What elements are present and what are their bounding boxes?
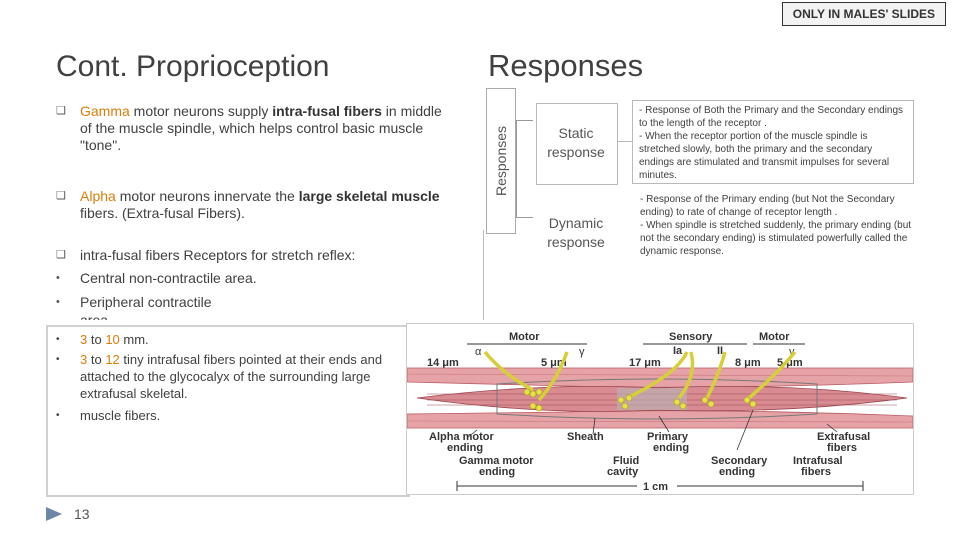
label-intrafusal-2: fibers xyxy=(801,466,831,478)
label-intrafusal-1: Intrafusal xyxy=(793,455,843,467)
alpha-word: Alpha xyxy=(80,188,116,204)
label-17um: 17 μm xyxy=(629,357,661,369)
label-sensory: Sensory xyxy=(669,331,713,343)
dot-bullet-icon: • xyxy=(56,272,60,284)
alpha-text-2: fibers. (Extra-fusal Fibers). xyxy=(80,205,245,221)
mm-word: mm. xyxy=(119,332,149,347)
dot-bullet-icon: • xyxy=(56,354,60,365)
label-secondary-ending-2: ending xyxy=(719,466,755,478)
num-10: 10 xyxy=(105,332,120,347)
bullet-tiny-fibers-text: 3 to 12 tiny intrafusal fibers pointed a… xyxy=(80,351,396,402)
nerve-endings xyxy=(523,388,757,412)
muscle-spindle-diagram: Motor Sensory Motor α γ Ia II γ 14 μm 5 … xyxy=(406,323,914,495)
bullet-receptors-text: intra-fusal fibers Receptors for stretch… xyxy=(80,247,356,263)
bullet-gamma: ❑ Gamma motor neurons supply intra-fusal… xyxy=(56,103,456,155)
label-14um: 14 μm xyxy=(427,357,459,369)
bullet-alpha: ❑ Alpha motor neurons innervate the larg… xyxy=(56,188,476,224)
bullet-peripheral-overflow: area. xyxy=(80,312,112,320)
label-ia: Ia xyxy=(673,345,683,357)
static-response-desc: - Response of Both the Primary and the S… xyxy=(632,100,914,184)
label-sheath: Sheath xyxy=(567,431,604,443)
square-bullet-icon: ❑ xyxy=(56,249,66,261)
gamma-bold: intra-fusal fibers xyxy=(272,103,382,119)
label-alpha: α xyxy=(475,346,482,358)
section-badge: ONLY IN MALES' SLIDES xyxy=(781,2,946,26)
num-12: 12 xyxy=(105,352,120,367)
muscle-spindle-svg: Motor Sensory Motor α γ Ia II γ 14 μm 5 … xyxy=(406,331,914,493)
bullet-gamma-text: Gamma motor neurons supply intra-fusal f… xyxy=(80,103,456,154)
responses-vertical-text: Responses xyxy=(493,125,509,197)
alpha-bold: large skeletal muscle xyxy=(298,188,440,204)
label-primary-ending-2: ending xyxy=(653,442,689,454)
label-alpha-motor-ending-1: Alpha motor xyxy=(429,431,494,443)
dynamic-response-desc: - Response of the Primary ending (but No… xyxy=(640,194,912,257)
spindle-sheath xyxy=(496,378,818,420)
responses-vertical-label: Responses xyxy=(486,88,516,234)
gamma-text-1: motor neurons supply xyxy=(129,103,273,119)
dot-bullet-icon: • xyxy=(56,334,60,345)
responses-bracket xyxy=(516,120,533,218)
square-bullet-icon: ❑ xyxy=(56,105,66,117)
bullet-receptors: ❑ intra-fusal fibers Receptors for stret… xyxy=(56,247,476,265)
label-motor-left: Motor xyxy=(509,331,540,343)
bullet-muscle-fibers: • muscle fibers. xyxy=(56,407,396,424)
dot-bullet-icon: • xyxy=(56,296,60,308)
tiny-fibers-rest: tiny intrafusal fibers pointed at their … xyxy=(80,352,383,401)
bullet-central-text: Central non-contractile area. xyxy=(80,270,257,286)
label-scale: 1 cm xyxy=(643,481,668,493)
page-marker-icon xyxy=(46,507,62,521)
page-number: 13 xyxy=(74,506,90,522)
label-pointers xyxy=(466,409,838,451)
responses-title: Responses xyxy=(488,48,644,83)
muscle-fibers-text: muscle fibers. xyxy=(80,408,161,423)
square-bullet-icon: ❑ xyxy=(56,190,66,202)
alpha-text-1: motor neurons innervate the xyxy=(115,188,299,204)
label-fluid-cavity-1: Fluid xyxy=(613,455,639,467)
dot-bullet-icon: • xyxy=(56,410,60,421)
label-secondary-ending-1: Secondary xyxy=(711,455,768,467)
bullet-central: • Central non-contractile area. xyxy=(56,270,476,288)
label-8um: 8 μm xyxy=(735,357,761,369)
bullet-tiny-fibers: • 3 to 12 tiny intrafusal fibers pointed… xyxy=(56,351,396,403)
label-extrafusal-2: fibers xyxy=(827,442,857,454)
label-ii: II xyxy=(717,345,723,357)
bullet-peripheral-text: Peripheral contractile xyxy=(80,294,212,310)
label-primary-ending-1: Primary xyxy=(647,431,689,443)
to-word-b: to xyxy=(87,352,106,367)
label-alpha-motor-ending-2: ending xyxy=(447,442,483,454)
bullet-peripheral: • Peripheral contractile area. xyxy=(56,294,476,324)
static-connector xyxy=(618,141,632,142)
label-extrafusal-1: Extrafusal xyxy=(817,431,870,443)
bullet-alpha-text: Alpha motor neurons innervate the large … xyxy=(80,188,476,222)
nerve-fibers xyxy=(483,350,797,402)
gamma-word: Gamma xyxy=(80,103,130,119)
bullet-length: • 3 to 10 mm. xyxy=(56,331,396,348)
static-response-box xyxy=(536,103,618,185)
label-gamma-motor-ending-2: ending xyxy=(479,466,515,478)
label-gamma-right: γ xyxy=(789,346,795,358)
gamma-text-2: in middle of the muscle spindle, which h… xyxy=(80,103,442,153)
bullet-length-text: 3 to 10 mm. xyxy=(80,331,149,348)
label-gamma-motor-ending-1: Gamma motor xyxy=(459,455,534,467)
divider-line xyxy=(483,230,484,320)
label-gamma-left: γ xyxy=(579,346,585,358)
label-motor-right: Motor xyxy=(759,331,790,343)
slide-title: Cont. Proprioception xyxy=(56,50,330,83)
to-word: to xyxy=(87,332,106,347)
static-response-label: Static response xyxy=(547,125,605,160)
label-fluid-cavity-2: cavity xyxy=(607,466,639,478)
dynamic-response-label: Dynamic response xyxy=(547,215,605,250)
num-3b: 3 xyxy=(80,352,88,367)
intrafusal-fibers xyxy=(416,385,908,412)
num-3: 3 xyxy=(80,332,88,347)
